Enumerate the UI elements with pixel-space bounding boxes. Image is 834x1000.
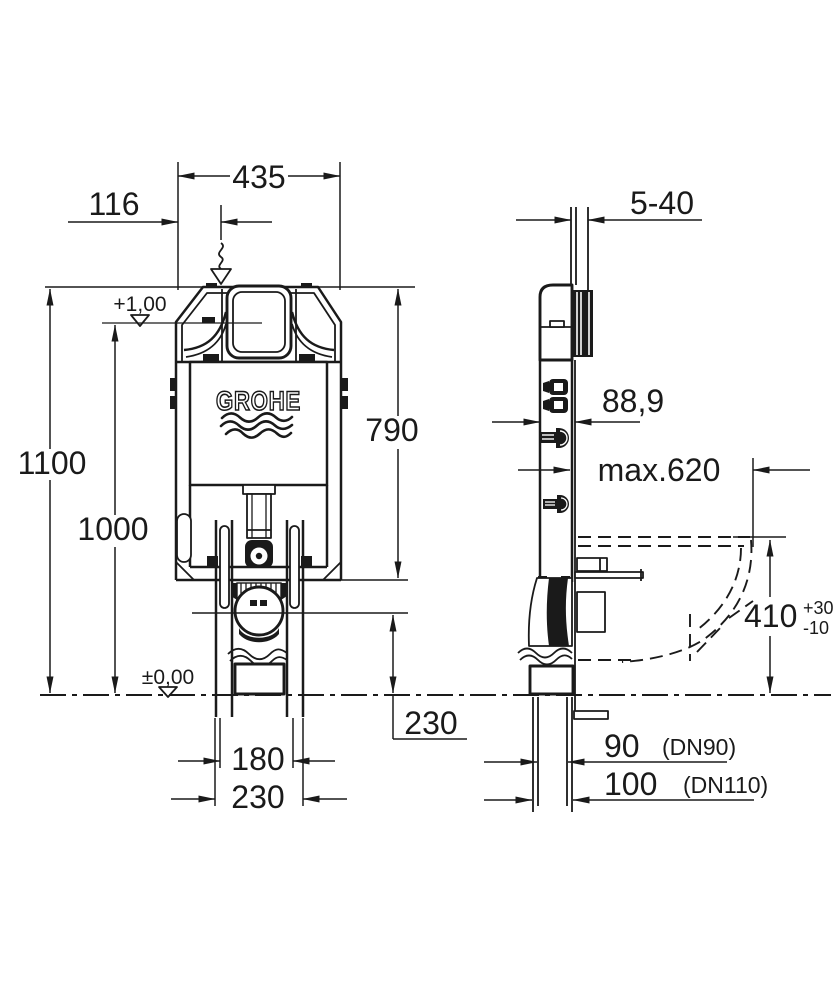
floor-level-marker-icon — [158, 686, 178, 698]
outlet-assembly — [227, 582, 288, 696]
dim-drain-110-label: 100 — [604, 766, 657, 802]
mounting-bolt-upper — [540, 428, 569, 448]
flush-pipe — [242, 484, 276, 568]
dim-wall-thickness-label: 5-40 — [630, 185, 694, 221]
outlet-elbow-front — [233, 585, 285, 637]
dim-wall-thickness: 5-40 — [516, 185, 702, 224]
bowl-mounting-rod — [574, 557, 644, 581]
dim-frame-height: 1100 — [18, 288, 87, 694]
dim-frame-width-label: 435 — [232, 159, 285, 195]
dim-max-depth-label: max.620 — [598, 452, 721, 488]
dim-outlet-center-height-label: 230 — [404, 705, 457, 741]
dim-feet-outer-label: 230 — [231, 779, 284, 815]
dim-feet-inner-label: 180 — [231, 741, 284, 777]
dim-drain-90: 90 (DN90) — [484, 728, 736, 766]
dim-bowl-height-label: 410 — [744, 598, 797, 634]
floor-bracket — [573, 710, 609, 720]
grohe-logo: GROHE — [216, 386, 301, 416]
dim-connection-offset-label: 88,9 — [602, 383, 664, 419]
dim-connection-offset: 88,9 — [492, 383, 664, 426]
dim-outlet-center-height: 230 — [389, 614, 467, 741]
support-feet — [214, 520, 305, 717]
level-floor-label: ±0,00 — [142, 666, 194, 689]
dim-inlet-height: 1000 — [77, 324, 149, 694]
level-floor: ±0,00 — [142, 666, 194, 698]
actuator-plate-block — [573, 290, 593, 357]
cistern-profile — [538, 283, 593, 362]
dim-bowl-height: 410 +30 -10 — [733, 536, 834, 694]
dim-drain-110-dn-label: (DN110) — [683, 772, 768, 798]
dim-bowl-height-tol-plus: +30 — [803, 598, 834, 618]
level-marker-icon — [130, 314, 150, 327]
dim-drain-90-dn-label: (DN90) — [662, 734, 736, 760]
level-top-label: +1,00 — [113, 293, 166, 316]
front-view: 435 116 — [18, 159, 467, 815]
dim-frame-width: 435 — [177, 159, 341, 290]
dim-flush-bend-height-label: 790 — [365, 412, 418, 448]
water-connection-fittings — [543, 379, 568, 413]
mounting-bolt-lower — [543, 495, 569, 513]
side-outlet — [517, 577, 609, 812]
cistern-tank: GROHE — [188, 360, 329, 487]
level-top: +1,00 — [102, 293, 262, 327]
water-inlet-icon — [210, 205, 232, 285]
outlet-sleeve — [576, 591, 606, 633]
dim-drain-110: 100 (DN110) — [484, 766, 768, 804]
dim-drain-90-label: 90 — [604, 728, 640, 764]
frame-rails — [170, 362, 348, 582]
grohe-waves-icon — [219, 412, 294, 439]
dim-max-depth: max.620 — [518, 452, 810, 547]
dim-inlet-offset: 116 — [68, 186, 272, 226]
wc-bowl-outline — [578, 536, 754, 663]
dim-flush-bend-height: 790 — [365, 288, 419, 579]
dim-inlet-height-label: 1000 — [77, 511, 148, 547]
dim-frame-height-label: 1100 — [18, 445, 87, 481]
dim-feet-spacing: 180 230 — [171, 718, 347, 815]
dim-bowl-height-tol-minus: -10 — [803, 618, 829, 638]
dim-inlet-offset-label: 116 — [88, 186, 139, 222]
side-view: 5-40 — [484, 185, 834, 812]
